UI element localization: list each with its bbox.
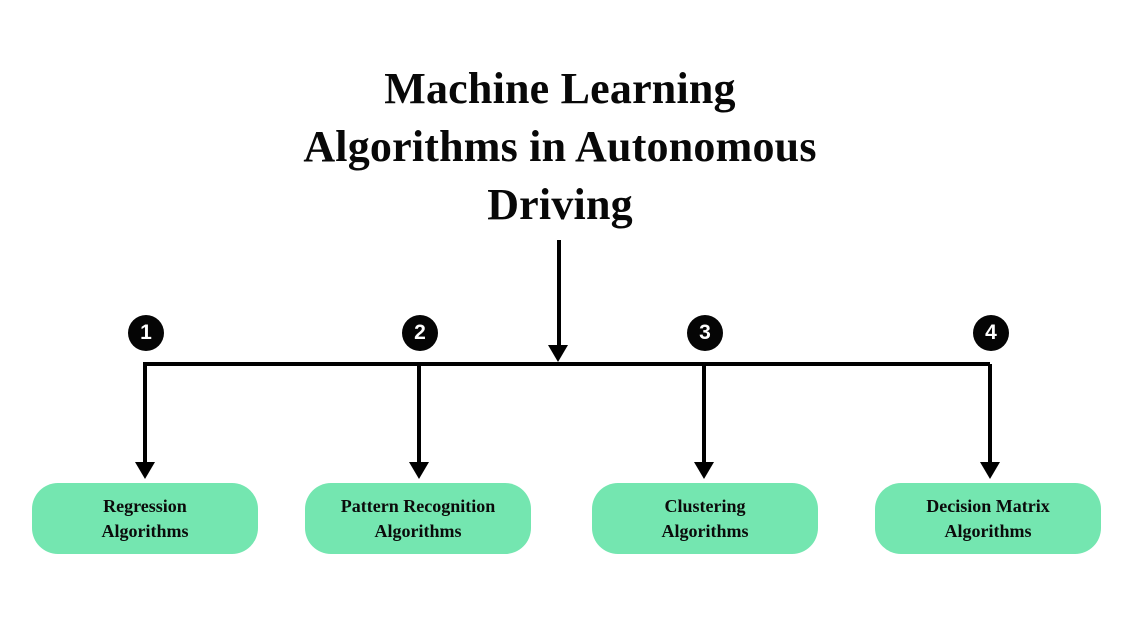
title-connector-line (557, 240, 561, 350)
branch-drop-line-4 (988, 364, 992, 468)
title-line-3: Driving (487, 180, 633, 229)
branch-box-4-label: Decision Matrix Algorithms (918, 494, 1057, 544)
branch-marker-4: 4 (973, 315, 1009, 351)
branch-marker-1: 1 (128, 315, 164, 351)
title-line-1: Machine Learning (384, 64, 736, 113)
branch-box-1-label-line-1: Regression (103, 495, 187, 516)
branch-arrowhead-4-icon (980, 462, 1000, 479)
branch-box-4[interactable]: Decision Matrix Algorithms (875, 483, 1101, 554)
branch-marker-3-number: 3 (699, 321, 711, 344)
branch-drop-line-1 (143, 364, 147, 468)
branch-box-3-label: Clustering Algorithms (654, 494, 757, 544)
branch-box-4-label-line-1: Decision Matrix (926, 495, 1050, 516)
branch-drop-line-2 (417, 364, 421, 468)
branch-arrowhead-2-icon (409, 462, 429, 479)
branch-marker-3: 3 (687, 315, 723, 351)
branch-box-2-label-line-2: Algorithms (374, 520, 462, 541)
horizontal-spine-line (143, 362, 990, 366)
branch-drop-line-3 (702, 364, 706, 468)
branch-arrowhead-1-icon (135, 462, 155, 479)
branch-arrowhead-3-icon (694, 462, 714, 479)
branch-box-1[interactable]: Regression Algorithms (32, 483, 258, 554)
branch-box-4-label-line-2: Algorithms (944, 520, 1032, 541)
branch-box-2-label: Pattern Recognition Algorithms (333, 494, 503, 544)
title-connector-arrowhead-icon (548, 345, 568, 362)
branch-box-3-label-line-2: Algorithms (661, 520, 749, 541)
branch-box-1-label: Regression Algorithms (94, 494, 197, 544)
branch-marker-2: 2 (402, 315, 438, 351)
title-line-2: Algorithms in Autonomous (303, 122, 817, 171)
diagram-title: Machine Learning Algorithms in Autonomou… (270, 60, 850, 234)
branch-marker-2-number: 2 (414, 321, 426, 344)
branch-box-3[interactable]: Clustering Algorithms (592, 483, 818, 554)
branch-box-1-label-line-2: Algorithms (101, 520, 189, 541)
branch-box-3-label-line-1: Clustering (664, 495, 746, 516)
branch-marker-4-number: 4 (985, 321, 997, 344)
branch-box-2-label-line-1: Pattern Recognition (340, 495, 496, 516)
branch-box-2[interactable]: Pattern Recognition Algorithms (305, 483, 531, 554)
branch-marker-1-number: 1 (140, 321, 152, 344)
